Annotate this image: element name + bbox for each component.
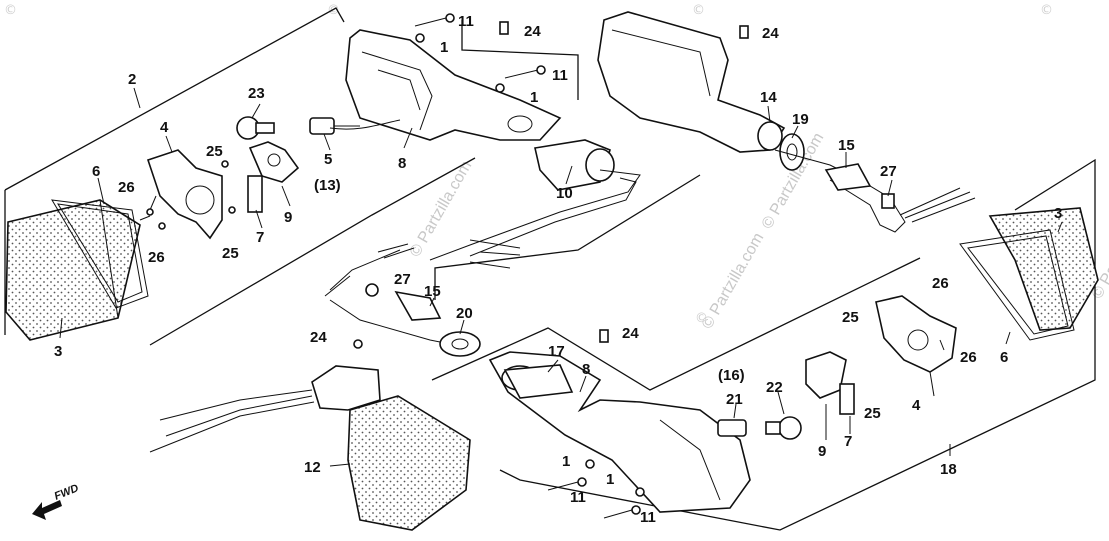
front-lamp-12 bbox=[149, 339, 471, 531]
watermark-corner-tm1: © bbox=[327, 3, 340, 18]
right-gasket-6 bbox=[959, 229, 1075, 341]
left-reflector-4 bbox=[146, 149, 223, 240]
right-socket-21-22 bbox=[717, 416, 802, 440]
callout-15-middle: 15 bbox=[424, 283, 441, 300]
watermark-corner-tr: © bbox=[1040, 3, 1053, 18]
left-bulb-23 bbox=[236, 116, 275, 140]
right-grommet-19 bbox=[779, 133, 805, 171]
callout-1-top-1: 1 bbox=[440, 39, 448, 56]
callout-14: 14 bbox=[760, 89, 777, 106]
forward-arrow-icon bbox=[32, 500, 62, 520]
callout-4-left: 4 bbox=[160, 119, 169, 136]
callout-7-right: 7 bbox=[844, 433, 852, 450]
callout-20: 20 bbox=[456, 305, 473, 322]
callout-27-right: 27 bbox=[880, 163, 897, 180]
callout-25-right-1: 25 bbox=[842, 309, 859, 326]
callout-12: 12 bbox=[304, 459, 321, 476]
callout-23: 23 bbox=[248, 85, 265, 102]
watermark-corner-tl: © bbox=[4, 3, 17, 18]
callout-25-right-2: 25 bbox=[864, 405, 881, 422]
callout-15-right: 15 bbox=[838, 137, 855, 154]
callouts: 2 4 6 26 26 3 25 25 23 7 9 5 (13) 8 11 1… bbox=[54, 13, 1062, 526]
middle-wire bbox=[324, 243, 471, 349]
right-socket-bracket bbox=[805, 351, 855, 415]
callout-26-left-1: 26 bbox=[118, 179, 135, 196]
watermark-corner-mr: © bbox=[695, 311, 708, 326]
callout-26-right-1: 26 bbox=[932, 275, 949, 292]
right-stem-17 bbox=[503, 364, 574, 399]
callout-1-bottom-1: 1 bbox=[562, 453, 570, 470]
callout-6-left: 6 bbox=[92, 163, 100, 180]
watermark-1: © Partzilla.com bbox=[407, 158, 476, 260]
upper-screws bbox=[414, 13, 749, 93]
callout-24-top-2: 24 bbox=[762, 25, 779, 42]
right-wire-15-27 bbox=[774, 149, 976, 233]
left-assembly-outline bbox=[4, 7, 345, 191]
callout-24-top-1: 24 bbox=[524, 23, 541, 40]
callout-6-right: 6 bbox=[1000, 349, 1008, 366]
callout-9-right: 9 bbox=[818, 443, 826, 460]
callout-8-left: 8 bbox=[398, 155, 406, 172]
callout-19: 19 bbox=[792, 111, 809, 128]
callout-11-top-1: 11 bbox=[458, 13, 474, 30]
callout-27-middle: 27 bbox=[394, 271, 411, 288]
callout-18: 18 bbox=[940, 461, 957, 478]
callout-3-right: 3 bbox=[1054, 205, 1062, 222]
lower-screws bbox=[547, 329, 645, 519]
leader-lines bbox=[59, 87, 1063, 467]
callout-8-right: 8 bbox=[582, 361, 590, 378]
callout-9-left: 9 bbox=[284, 209, 292, 226]
callout-11-bottom-1: 11 bbox=[570, 489, 586, 506]
left-gasket-6 bbox=[51, 199, 149, 309]
left-stem-10 bbox=[429, 139, 641, 269]
callout-3-left: 3 bbox=[54, 343, 62, 360]
callout-5: 5 bbox=[324, 151, 332, 168]
callout-21: 21 bbox=[726, 391, 743, 408]
watermark-2: © Partzilla.com bbox=[699, 230, 768, 332]
right-reflector-4 bbox=[875, 295, 957, 373]
left-socket-bracket bbox=[247, 141, 300, 213]
left-housing-8 bbox=[345, 29, 562, 141]
callout-25-left-1: 25 bbox=[206, 143, 223, 160]
right-lens-3 bbox=[988, 207, 1099, 331]
callout-7-left: 7 bbox=[256, 229, 264, 246]
callout-16: (16) bbox=[718, 367, 745, 384]
callout-24-left: 24 bbox=[310, 329, 327, 346]
callout-26-right-2: 26 bbox=[960, 349, 977, 366]
grommet-20 bbox=[439, 331, 481, 357]
right-housing-14 bbox=[597, 11, 786, 153]
callout-1-bottom-2: 1 bbox=[606, 471, 614, 488]
callout-24-middle: 24 bbox=[622, 325, 639, 342]
right-assembly-outline-upper bbox=[431, 257, 921, 391]
callout-11-top-2: 11 bbox=[552, 67, 568, 84]
callout-4-right: 4 bbox=[912, 397, 921, 414]
left-lens-3 bbox=[5, 199, 141, 341]
fwd-label: FWD bbox=[53, 482, 81, 503]
callout-22: 22 bbox=[766, 379, 783, 396]
left-screws bbox=[139, 160, 236, 230]
callout-2: 2 bbox=[128, 71, 136, 88]
left-assembly-outline-lower bbox=[149, 157, 476, 346]
watermark-corner-tm2: © bbox=[692, 3, 705, 18]
callout-1-top-2: 1 bbox=[530, 89, 538, 106]
right-assembly-outline bbox=[499, 158, 1096, 531]
callout-11-bottom-2: 11 bbox=[640, 509, 656, 526]
callout-10: 10 bbox=[556, 185, 573, 202]
callout-17: 17 bbox=[548, 343, 565, 360]
mid-outline bbox=[434, 174, 701, 300]
callout-13: (13) bbox=[314, 177, 341, 194]
callout-26-left-2: 26 bbox=[148, 249, 165, 266]
upper-outline bbox=[461, 20, 579, 100]
callout-25-left-2: 25 bbox=[222, 245, 239, 262]
left-socket-5 bbox=[309, 117, 401, 135]
forward-direction-indicator: FWD bbox=[32, 482, 80, 520]
